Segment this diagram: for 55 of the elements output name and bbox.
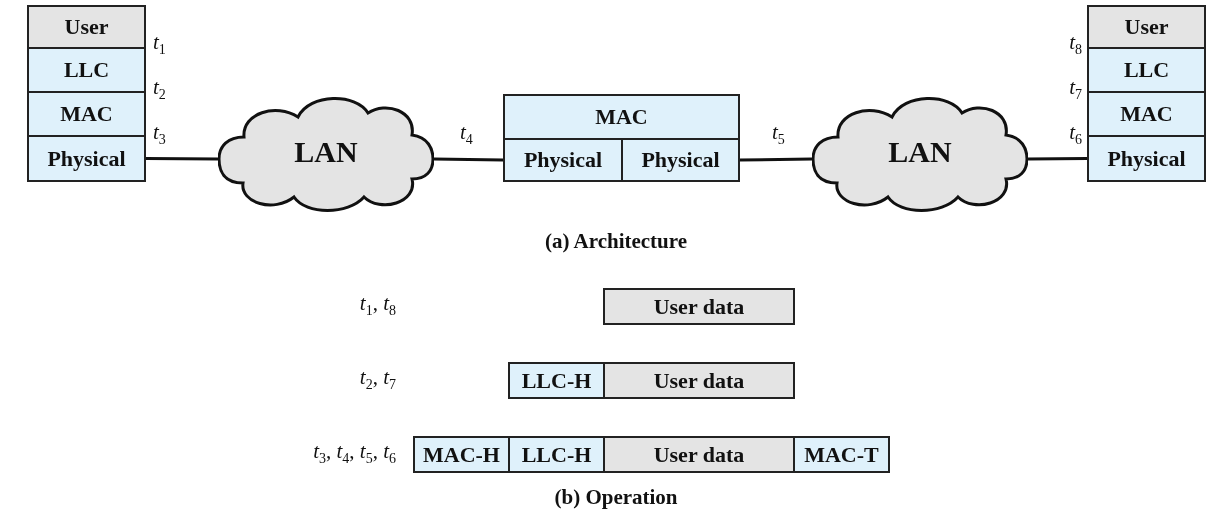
- time-points-label: t$_{1}$, t$_{8}$: [359, 291, 396, 320]
- field-label: LLC: [1123, 57, 1170, 83]
- frame-field: [603, 288, 795, 325]
- layer-box: [503, 94, 740, 140]
- link-line: [739, 157, 813, 162]
- field-label: MAC: [60, 101, 113, 127]
- link-line: [146, 157, 218, 161]
- cloud-label: LAN: [888, 135, 952, 169]
- frame-field: [793, 436, 890, 473]
- layer-box: [503, 138, 623, 182]
- time-marker: t$_{5}$: [772, 120, 785, 149]
- layer-box: [1087, 5, 1206, 49]
- caption: (a) Architecture: [544, 229, 688, 254]
- field-label: User: [64, 14, 109, 40]
- field-label: User data: [653, 293, 745, 320]
- field-label: LLC-H: [521, 441, 592, 468]
- time-points-label: t$_{2}$, t$_{7}$: [359, 365, 396, 394]
- field-label: LLC-H: [521, 367, 592, 394]
- cloud-label: LAN: [294, 135, 358, 169]
- time-points-label: t$_{3}$, t$_{4}$, t$_{5}$, t$_{6}$: [313, 439, 396, 468]
- field-label: User: [1124, 14, 1169, 40]
- time-marker: t$_{4}$: [460, 120, 473, 149]
- frame-field: [508, 362, 605, 399]
- field-label: Physical: [1107, 145, 1186, 172]
- layer-box: [27, 47, 146, 93]
- field-label: Physical: [523, 147, 603, 173]
- time-marker: t$_{6}$: [1069, 120, 1082, 149]
- layer-box: [621, 138, 740, 182]
- time-marker: t$_{8}$: [1069, 30, 1082, 59]
- field-label: MAC: [595, 104, 648, 130]
- frame-field: [603, 436, 795, 473]
- link-line: [433, 157, 504, 162]
- field-label: User data: [653, 367, 745, 394]
- frame-field: [603, 362, 795, 399]
- field-label: User data: [653, 441, 745, 468]
- layer-box: [1087, 135, 1206, 182]
- field-label: Physical: [47, 145, 126, 172]
- layer-box: [1087, 47, 1206, 93]
- time-marker: t$_{3}$: [153, 120, 166, 149]
- time-marker: t$_{7}$: [1069, 75, 1082, 104]
- field-label: LLC: [63, 57, 110, 83]
- field-label: Physical: [641, 147, 720, 173]
- layer-box: [1087, 91, 1206, 137]
- caption: (b) Operation: [554, 485, 678, 510]
- field-label: MAC: [1120, 101, 1173, 127]
- link-line: [1028, 157, 1087, 161]
- layer-box: [27, 5, 146, 49]
- layer-box: [27, 135, 146, 182]
- frame-field: [508, 436, 605, 473]
- time-marker: t$_{1}$: [153, 30, 166, 59]
- field-label: MAC-T: [804, 441, 879, 468]
- time-marker: t$_{2}$: [153, 75, 166, 104]
- field-label: MAC-H: [423, 441, 500, 468]
- frame-field: [413, 436, 510, 473]
- layer-box: [27, 91, 146, 137]
